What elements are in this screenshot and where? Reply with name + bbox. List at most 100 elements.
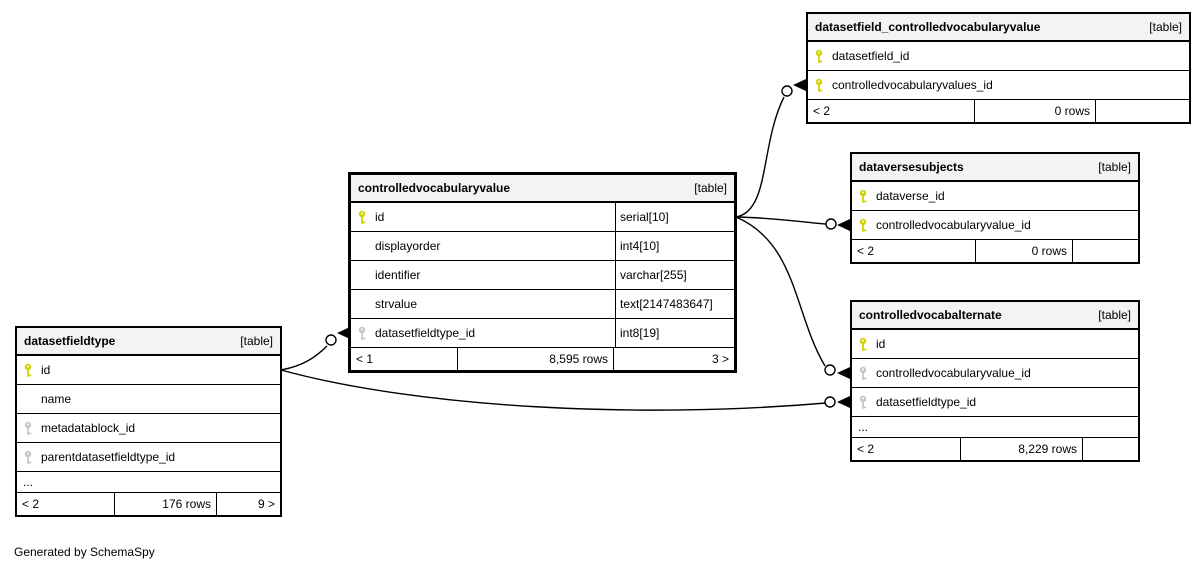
table-row: id serial[10] xyxy=(351,203,734,232)
column-type: int4[10] xyxy=(615,232,734,260)
foreign-key-icon xyxy=(23,450,33,465)
column-name: datasetfieldtype_id xyxy=(375,326,476,340)
table-row: controlledvocabularyvalue_id xyxy=(852,359,1138,388)
foreign-key-icon xyxy=(858,395,868,410)
footer-parents: < 2 xyxy=(17,493,115,515)
column-name: datasetfield_id xyxy=(832,49,910,63)
column-name: datasetfieldtype_id xyxy=(876,395,977,409)
column-name: id xyxy=(375,210,385,224)
primary-key-icon xyxy=(814,78,824,93)
cardinality-circle xyxy=(781,85,793,97)
footer-rowcount: 0 rows xyxy=(976,240,1073,262)
primary-key-icon xyxy=(814,49,824,64)
column-name: strvalue xyxy=(375,297,418,311)
cardinality-circle xyxy=(824,396,836,408)
table-footer: < 2 8,229 rows xyxy=(852,438,1138,460)
table-header: controlledvocabalternate [table] xyxy=(852,302,1138,330)
table-name[interactable]: dataversesubjects xyxy=(859,160,964,174)
table-footer: < 2 0 rows xyxy=(808,100,1189,122)
column-name: id xyxy=(41,363,51,377)
table-row: controlledvocabularyvalue_id xyxy=(852,211,1138,240)
column-type: int8[19] xyxy=(615,319,734,347)
crowfoot-arrow xyxy=(337,327,350,339)
cardinality-circle xyxy=(325,334,337,346)
table-row: datasetfieldtype_id xyxy=(852,388,1138,417)
table-row: id xyxy=(17,356,280,385)
column-type: serial[10] xyxy=(615,203,734,231)
footer-children: 3 > xyxy=(711,352,729,366)
column-name: id xyxy=(876,337,886,351)
table-tag: [table] xyxy=(1149,20,1182,34)
table-row: displayorder int4[10] xyxy=(351,232,734,261)
table-footer: < 2 0 rows xyxy=(852,240,1138,262)
table-name[interactable]: controlledvocabalternate xyxy=(859,308,1002,322)
table-header: dataversesubjects [table] xyxy=(852,154,1138,182)
table-tag: [table] xyxy=(1098,308,1131,322)
crowfoot-arrow xyxy=(837,219,850,231)
table-header: datasetfieldtype [table] xyxy=(17,328,280,356)
footer-children xyxy=(1096,100,1189,122)
footer-children xyxy=(1073,240,1138,262)
foreign-key-icon xyxy=(23,421,33,436)
relationship-line xyxy=(280,369,827,411)
table-row: datasetfieldtype_id int8[19] xyxy=(351,319,734,348)
ellipsis-row: ... xyxy=(852,417,1138,438)
table-tag: [table] xyxy=(694,181,727,195)
table-name[interactable]: controlledvocabularyvalue xyxy=(358,181,511,195)
column-name: name xyxy=(41,392,72,406)
footer-children xyxy=(1083,438,1138,460)
footer-parents: < 1 xyxy=(351,348,458,370)
footer-rowcount: 8,229 rows xyxy=(961,438,1083,460)
cardinality-circle xyxy=(825,218,837,230)
column-name: parentdatasetfieldtype_id xyxy=(41,450,176,464)
relationship-line xyxy=(735,216,826,367)
table-footer: < 1 8,595 rows 3 > xyxy=(351,348,734,370)
column-name: metadatablock_id xyxy=(41,421,136,435)
foreign-key-icon xyxy=(357,326,367,341)
table-row: name xyxy=(17,385,280,414)
crowfoot-arrow xyxy=(793,79,806,91)
table-datasetfield-controlledvocabularyvalue[interactable]: datasetfield_controlledvocabularyvalue [… xyxy=(806,12,1191,124)
crowfoot-arrow xyxy=(837,396,850,408)
table-row: parentdatasetfieldtype_id xyxy=(17,443,280,472)
table-row: metadatablock_id xyxy=(17,414,280,443)
ellipsis-row: ... xyxy=(17,472,280,493)
column-name: controlledvocabularyvalue_id xyxy=(876,218,1031,232)
table-row: controlledvocabularyvalues_id xyxy=(808,71,1189,100)
table-controlledvocabalternate[interactable]: controlledvocabalternate [table] id cont… xyxy=(850,300,1140,462)
table-controlledvocabularyvalue[interactable]: controlledvocabularyvalue [table] id ser… xyxy=(348,172,737,373)
foreign-key-icon xyxy=(858,366,868,381)
table-dataversesubjects[interactable]: dataversesubjects [table] dataverse_id c… xyxy=(850,152,1140,264)
relationship-line xyxy=(280,345,328,371)
table-tag: [table] xyxy=(1098,160,1131,174)
primary-key-icon xyxy=(23,363,33,378)
primary-key-icon xyxy=(858,337,868,352)
column-name: controlledvocabularyvalue_id xyxy=(876,366,1031,380)
footer-parents: < 2 xyxy=(852,240,976,262)
column-name: displayorder xyxy=(375,239,441,253)
column-type: text[2147483647] xyxy=(615,290,734,318)
table-row: dataverse_id xyxy=(852,182,1138,211)
footer-parents: < 2 xyxy=(808,100,975,122)
relationship-line xyxy=(735,216,827,225)
table-row: id xyxy=(852,330,1138,359)
crowfoot-arrow xyxy=(837,367,850,379)
column-type: varchar[255] xyxy=(615,261,734,289)
footer-children: 9 > xyxy=(257,497,275,511)
table-row: identifier varchar[255] xyxy=(351,261,734,290)
table-row: datasetfield_id xyxy=(808,42,1189,71)
footer-parents: < 2 xyxy=(852,438,961,460)
primary-key-icon xyxy=(858,189,868,204)
table-name[interactable]: datasetfieldtype xyxy=(24,334,116,348)
table-datasetfieldtype[interactable]: datasetfieldtype [table] id name metadat… xyxy=(15,326,282,517)
table-name[interactable]: datasetfield_controlledvocabularyvalue xyxy=(815,20,1041,34)
cardinality-circle xyxy=(824,364,836,376)
primary-key-icon xyxy=(357,210,367,225)
table-header: controlledvocabularyvalue [table] xyxy=(351,175,734,203)
table-header: datasetfield_controlledvocabularyvalue [… xyxy=(808,14,1189,42)
generator-caption: Generated by SchemaSpy xyxy=(14,545,155,559)
footer-rowcount: 176 rows xyxy=(115,493,217,515)
relationship-line xyxy=(735,96,785,218)
